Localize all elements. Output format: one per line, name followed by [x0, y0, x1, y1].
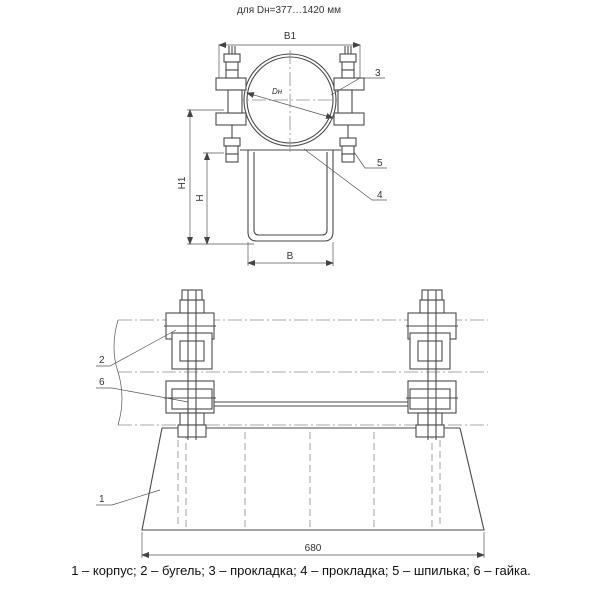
top-label: для Dн=377…1420 мм — [237, 5, 341, 16]
callout-1: 1 — [99, 494, 105, 505]
end-view: для Dн=377…1420 мм B1 Dн — [177, 5, 387, 266]
dim-dn: Dн — [272, 87, 283, 96]
dim-h: H — [195, 194, 206, 201]
side-view: 2 6 1 680 — [96, 289, 488, 558]
callout-3: 3 — [375, 68, 381, 79]
callout-2: 2 — [99, 355, 105, 366]
callout-4: 4 — [377, 190, 383, 201]
callout-6: 6 — [99, 377, 105, 388]
dim-length: 680 — [305, 543, 322, 554]
dim-b1: B1 — [284, 31, 297, 42]
callout-5: 5 — [377, 158, 383, 169]
dim-h1: H1 — [177, 176, 188, 189]
dim-b: B — [287, 251, 294, 262]
parts-legend: 1 – корпус; 2 – бугель; 3 – прокладка; 4… — [71, 563, 531, 578]
